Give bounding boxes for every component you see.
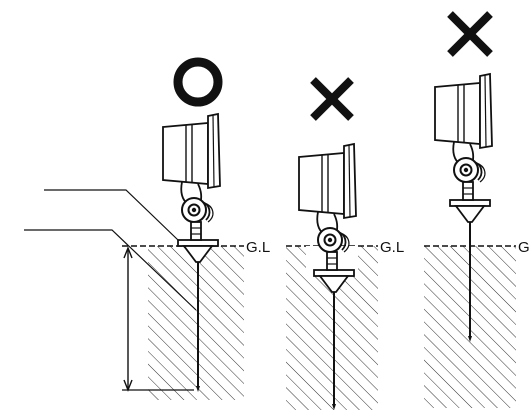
ground-soil: [148, 246, 244, 400]
panel-correct: G.L: [24, 57, 270, 400]
floodlight-fixture: [162, 113, 221, 241]
ground-label: G.L: [380, 239, 404, 256]
floodlight-fixture: [434, 73, 493, 201]
panel-too-deep: G.L: [286, 77, 404, 410]
cross-mark-icon: [447, 11, 493, 57]
ground-label: G: [518, 239, 530, 256]
leader-line-spike: [24, 229, 197, 311]
circle-mark-icon: [173, 57, 223, 107]
panel-too-high: G: [424, 11, 530, 408]
spike-collar: [449, 199, 491, 223]
ground-label: G.L: [246, 239, 270, 256]
leader-line-collar: [44, 189, 179, 241]
cross-mark-icon: [310, 77, 354, 121]
